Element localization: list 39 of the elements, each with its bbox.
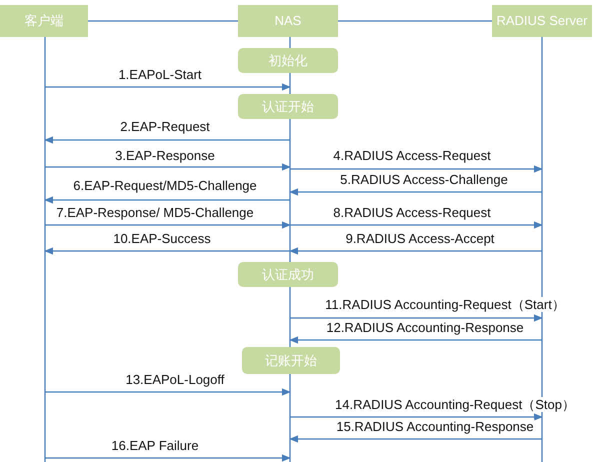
message-arrow [45, 221, 291, 229]
message-arrow [290, 165, 543, 173]
edge-label: 6.EAP-Request/MD5-Challenge [72, 178, 258, 193]
message-arrow [44, 247, 290, 255]
edge-label: 13.EAPoL-Logoff [124, 372, 226, 387]
edge-label: 5.RADIUS Access-Challenge [339, 172, 509, 187]
edge-label: 10.EAP-Success [112, 231, 212, 246]
participant-label: 客户端 [24, 14, 64, 28]
message-arrow [45, 83, 291, 91]
message-arrow [45, 454, 291, 462]
message-arrow [290, 221, 543, 229]
message-arrow [290, 413, 543, 421]
participant-label: RADIUS Server [496, 14, 588, 28]
edge-label: 16.EAP Failure [110, 438, 200, 453]
participant-label: NAS [274, 14, 302, 28]
message-arrow [289, 435, 542, 443]
message-arrow [289, 247, 542, 255]
message-arrow [45, 163, 291, 171]
edge-label: 4.RADIUS Access-Request [332, 148, 492, 163]
edge-label: 15.RADIUS Accounting-Response [335, 419, 535, 434]
message-arrow [290, 314, 543, 322]
edge-label: 7.EAP-Response/ MD5-Challenge [55, 205, 255, 220]
phase-label: 记账开始 [265, 354, 317, 368]
phase-label: 认证成功 [262, 268, 314, 282]
phase-label: 认证开始 [262, 100, 314, 114]
message-arrow [44, 196, 290, 204]
edge-label: 3.EAP-Response [114, 148, 216, 163]
edge-label: 1.EAPoL-Start [117, 67, 203, 82]
edge-label: 12.RADIUS Accounting-Response [325, 320, 525, 335]
connector-line [338, 20, 492, 22]
message-arrow [45, 388, 291, 396]
phase-label: 初始化 [268, 54, 308, 68]
message-arrow [289, 188, 542, 196]
message-arrow [289, 336, 542, 344]
message-arrow [44, 136, 290, 144]
edge-label: 8.RADIUS Access-Request [332, 205, 492, 220]
edge-label: 9.RADIUS Access-Accept [344, 231, 496, 246]
connector-line [88, 20, 238, 22]
edge-label: 2.EAP-Request [119, 119, 211, 134]
